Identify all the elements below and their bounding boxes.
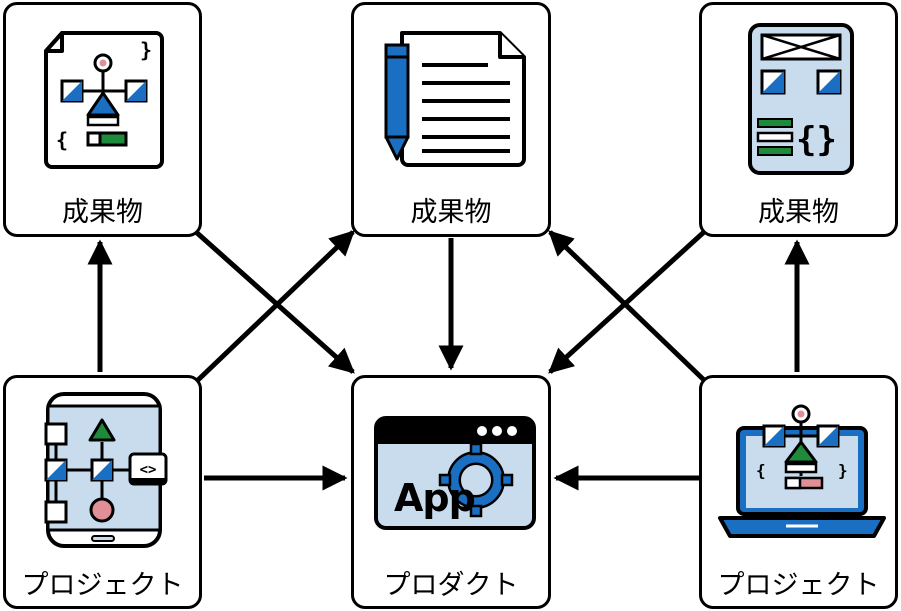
mobile-flowchart-icon: <> (44, 392, 168, 548)
artifact-center-label: 成果物 (410, 197, 492, 228)
artifact-right-node: {} 成果物 (699, 2, 898, 237)
svg-text:{: { (56, 128, 68, 152)
artifact-left-node: { } 成果物 (3, 2, 202, 237)
edge-artifact-right-to-product (548, 230, 706, 374)
product-center-label: プロダクト (383, 570, 519, 601)
edge-project-right-to-artifact-center (548, 230, 706, 382)
app-window-icon (374, 416, 536, 530)
project-left-label: プロジェクト (21, 570, 184, 601)
artifact-left-label: 成果物 (62, 197, 143, 228)
project-right-label: プロジェクト (717, 570, 880, 601)
wireframe-tablet-icon: {} (748, 23, 854, 175)
svg-text:<>: <> (140, 462, 157, 478)
project-right-node: { } プロジェクト (699, 375, 898, 609)
svg-text:{}: {} (796, 120, 837, 160)
artifact-center-node: 成果物 (351, 2, 551, 237)
svg-text:{: { (756, 461, 766, 480)
product-center-node: App プロダクト (351, 375, 551, 609)
laptop-flowchart-icon: { } (718, 404, 886, 538)
artifact-right-label: 成果物 (758, 197, 839, 228)
app-text: App (394, 476, 476, 520)
svg-text:}: } (838, 461, 848, 480)
project-left-node: <> プロジェクト (3, 375, 202, 609)
document-pencil-icon (384, 31, 526, 167)
document-flowchart-icon: { } (44, 31, 164, 169)
edge-artifact-left-to-product (194, 230, 355, 374)
svg-text:}: } (140, 38, 152, 62)
